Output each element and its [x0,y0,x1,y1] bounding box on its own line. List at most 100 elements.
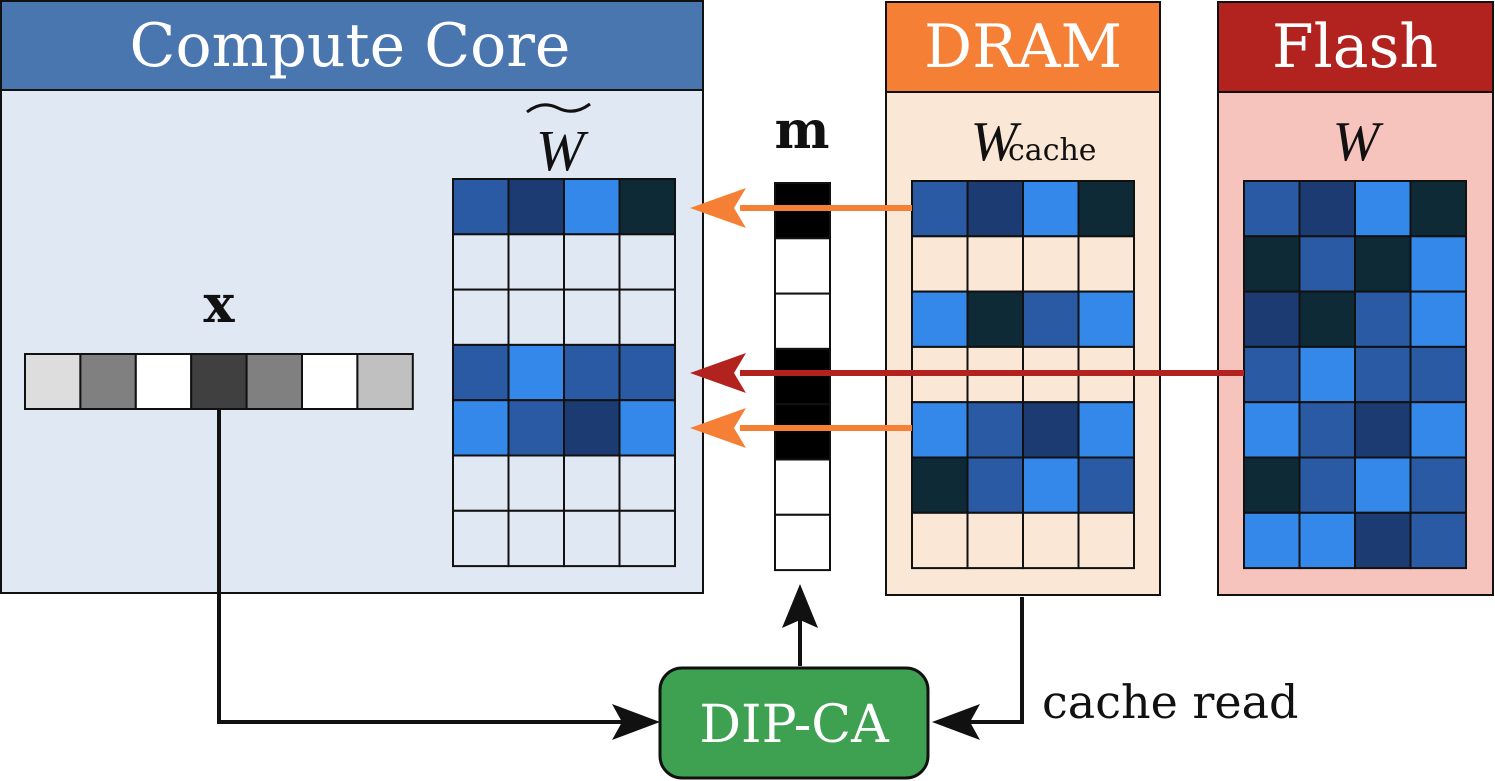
mask-cell-6 [774,513,831,572]
w-tilde-cell-r3-c2 [563,343,621,402]
w-tilde-cell-r6-c2 [563,509,621,568]
dipca-label: DIP-CA [699,695,890,755]
w-tilde-cell-r0-c0 [452,178,510,236]
compute-core-title: Compute Core [130,11,571,81]
x-cell-3 [190,353,248,410]
flash-to-compute-arrow [690,353,1244,393]
x-to-dipca-connector [217,410,660,740]
w-flash-cell-r5-c1 [1298,456,1356,514]
w-tilde-letter: W [536,118,589,183]
w-tilde-cell-r0-c1 [507,178,565,236]
w-flash-cell-r0-c1 [1298,180,1356,238]
w-flash-cell-r3-c0 [1243,345,1301,404]
w-cache-cell-r4-c2 [1022,401,1080,459]
w-tilde-cell-r1-c1 [507,233,565,291]
w-tilde-cell-r2-c3 [618,288,676,346]
x-cell-6 [356,353,414,410]
w-cache-subscript: cache [1008,133,1097,168]
w-tilde-cell-r5-c0 [452,454,510,512]
dipca-box [658,666,930,780]
w-cache-cell-r0-c3 [1077,180,1135,238]
w-cache-cell-r2-c1 [966,290,1024,348]
x-cell-4 [245,353,304,410]
w-flash-cell-r5-c0 [1243,456,1301,514]
w-tilde-cell-r2-c0 [452,288,510,346]
w-flash-label: W [1333,111,1384,173]
w-cache-cell-r0-c2 [1022,180,1080,238]
dram-header [885,1,1161,93]
mask-cell-4 [774,403,831,461]
cache-read-label: cache read [1042,675,1299,729]
mask-label: m [774,100,829,161]
w-tilde-cell-r1-c2 [563,233,621,291]
mask-cell-5 [774,458,831,516]
w-tilde-cell-r1-c0 [452,233,510,291]
w-tilde-matrix [452,178,676,568]
mask-cell-3 [774,347,831,406]
w-tilde-cell-r6-c3 [618,509,676,568]
dipca-to-mask-connector [782,584,818,666]
w-flash-cell-r4-c3 [1409,401,1467,459]
w-flash-cell-r1-c1 [1298,235,1356,293]
flash-title: Flash [1272,12,1438,82]
w-tilde-cell-r5-c2 [563,454,621,512]
w-cache-label: W cache [971,111,1097,173]
mask-cell-1 [774,237,831,295]
x-cell-2 [134,353,193,410]
dipca-to-mask-arrowhead [782,584,818,628]
w-cache-cell-r0-c1 [966,180,1024,238]
w-cache-cell-r6-c0 [911,511,969,570]
w-flash-cell-r1-c2 [1354,235,1412,293]
w-tilde-cell-r6-c0 [452,509,510,568]
w-tilde-cell-r3-c3 [618,343,676,402]
w-tilde-cell-r4-c1 [507,399,565,457]
w-cache-cell-r6-c1 [966,511,1024,570]
x-cell-1 [79,353,137,410]
w-cache-cell-r4-c3 [1077,401,1135,459]
w-flash-cell-r6-c2 [1354,511,1412,570]
dipca-block: DIP-CA [658,666,930,780]
mask-cell-2 [774,292,831,350]
flash-header [1217,1,1494,93]
w-cache-cell-r4-c0 [911,401,969,459]
w-tilde-cell-r6-c1 [507,509,565,568]
w-tilde-cell-r3-c0 [452,343,510,402]
w-cache-cell-r1-c3 [1077,235,1135,293]
dram-to-compute-arrow-2 [690,408,912,448]
w-flash-cell-r3-c2 [1354,345,1412,404]
w-flash-cell-r1-c3 [1409,235,1467,293]
w-flash-cell-r1-c0 [1243,235,1301,293]
dram-title: DRAM [924,12,1122,82]
w-tilde-cell-r4-c3 [618,399,676,457]
w-cache-cell-r5-c0 [911,456,969,514]
w-flash-matrix [1243,180,1467,570]
w-flash-cell-r4-c2 [1354,401,1412,459]
tilde-mark [526,102,591,114]
w-flash-cell-r2-c0 [1243,290,1301,348]
w-flash-cell-r6-c1 [1298,511,1356,570]
dram-to-compute-arrow-1 [690,188,912,228]
w-tilde-cell-r4-c0 [452,399,510,457]
w-flash-cell-r0-c3 [1409,180,1467,238]
w-tilde-cell-r2-c2 [563,288,621,346]
w-tilde-cell-r2-c1 [507,288,565,346]
mask-vector [774,182,831,572]
x-cell-0 [24,353,82,410]
x-to-dipca-arrowhead [612,704,660,740]
w-flash-cell-r6-c0 [1243,511,1301,570]
w-tilde-cell-r0-c2 [563,178,621,236]
w-cache-cell-r1-c0 [911,235,969,293]
dram-cache-read-connector [932,597,1024,740]
w-cache-cell-r6-c2 [1022,511,1080,570]
w-flash-cell-r3-c1 [1298,345,1356,404]
w-flash-cell-r5-c3 [1409,456,1467,514]
w-cache-cell-r4-c1 [966,401,1024,459]
w-flash-cell-r0-c0 [1243,180,1301,238]
w-cache-cell-r2-c2 [1022,290,1080,348]
w-cache-cell-r1-c1 [966,235,1024,293]
w-cache-cell-r6-c3 [1077,511,1135,570]
w-cache-cell-r5-c2 [1022,456,1080,514]
w-flash-cell-r2-c3 [1409,290,1467,348]
w-flash-cell-r2-c1 [1298,290,1356,348]
